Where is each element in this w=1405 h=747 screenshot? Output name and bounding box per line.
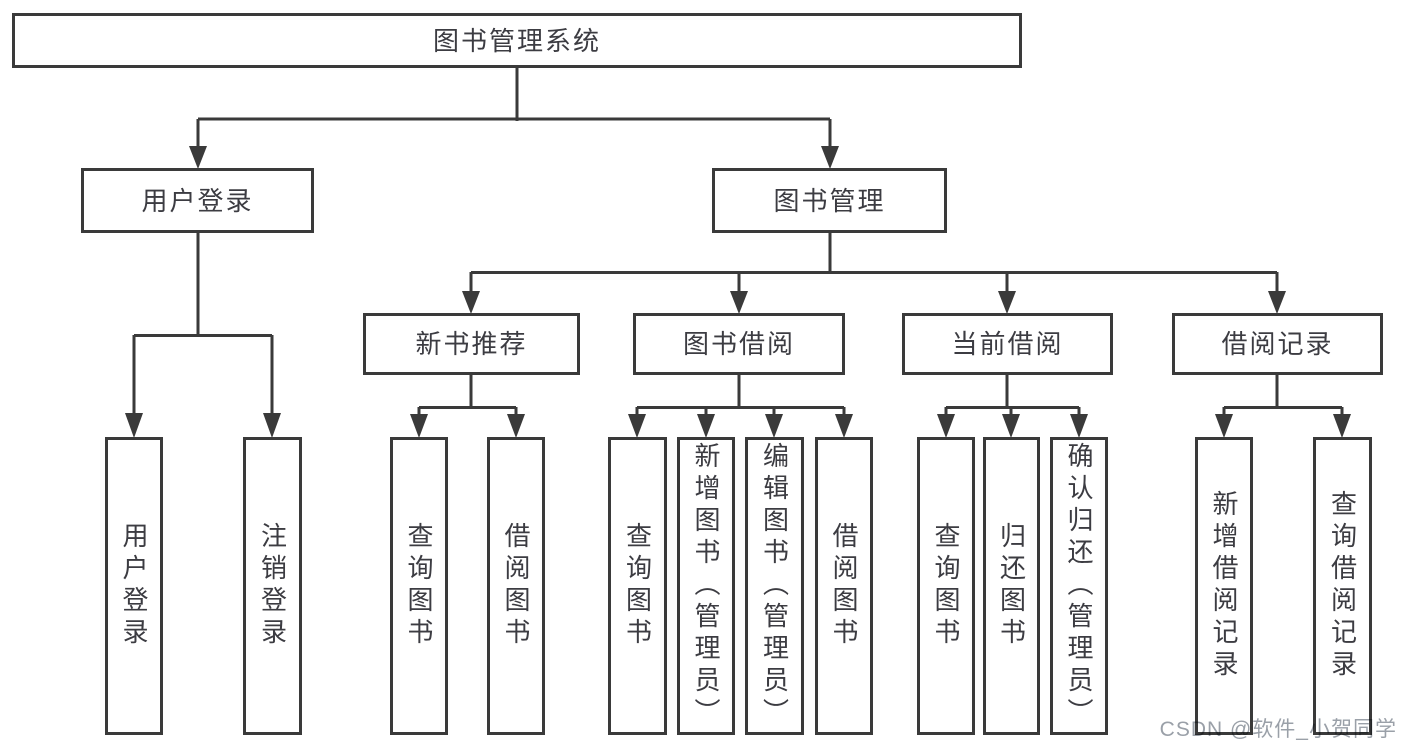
node-leaf-borrow-books-1: 借阅图书 bbox=[487, 437, 545, 735]
node-book-borrow: 图书借阅 bbox=[633, 313, 845, 375]
node-new-book-recommend: 新书推荐 bbox=[363, 313, 580, 375]
node-leaf-logout-label: 注销登录 bbox=[257, 522, 288, 650]
node-new-book-recommend-label: 新书推荐 bbox=[415, 329, 528, 359]
node-leaf-query-borrow-record: 查询借阅记录 bbox=[1313, 437, 1372, 735]
node-leaf-confirm-return-admin: 确认归还（管理员） bbox=[1050, 437, 1108, 735]
node-borrow-records: 借阅记录 bbox=[1172, 313, 1383, 375]
node-borrow-records-label: 借阅记录 bbox=[1221, 329, 1334, 359]
node-book-management-label: 图书管理 bbox=[773, 185, 886, 216]
node-leaf-query-books-3: 查询图书 bbox=[917, 437, 975, 735]
node-leaf-borrow-books-2: 借阅图书 bbox=[815, 437, 873, 735]
csdn-watermark: CSDN @软件_小贺同学 bbox=[1159, 718, 1397, 741]
node-leaf-borrow-books-2-label: 借阅图书 bbox=[829, 522, 859, 650]
node-leaf-add-borrow-record: 新增借阅记录 bbox=[1195, 437, 1253, 735]
node-leaf-query-books-3-label: 查询图书 bbox=[931, 522, 961, 650]
node-leaf-query-books-2: 查询图书 bbox=[608, 437, 667, 735]
node-leaf-edit-books-admin: 编辑图书（管理员） bbox=[745, 437, 804, 735]
node-leaf-query-books-1-label: 查询图书 bbox=[404, 522, 434, 650]
node-root-label: 图书管理系统 bbox=[432, 25, 601, 56]
node-leaf-add-books-admin: 新增图书（管理员） bbox=[677, 437, 735, 735]
node-root: 图书管理系统 bbox=[12, 13, 1022, 68]
node-current-borrow-label: 当前借阅 bbox=[951, 329, 1064, 359]
node-leaf-user-login: 用户登录 bbox=[105, 437, 163, 735]
node-leaf-return-books: 归还图书 bbox=[983, 437, 1040, 735]
node-leaf-edit-books-admin-label: 编辑图书（管理员） bbox=[759, 442, 790, 730]
node-leaf-logout: 注销登录 bbox=[243, 437, 302, 735]
node-user-login: 用户登录 bbox=[81, 168, 314, 233]
node-leaf-return-books-label: 归还图书 bbox=[996, 522, 1027, 650]
node-leaf-add-borrow-record-label: 新增借阅记录 bbox=[1209, 490, 1239, 682]
node-leaf-user-login-label: 用户登录 bbox=[119, 522, 149, 650]
node-leaf-borrow-books-1-label: 借阅图书 bbox=[501, 522, 531, 650]
node-leaf-confirm-return-admin-label: 确认归还（管理员） bbox=[1064, 442, 1094, 730]
node-user-login-label: 用户登录 bbox=[141, 185, 254, 216]
node-leaf-query-books-1: 查询图书 bbox=[390, 437, 448, 735]
node-leaf-query-borrow-record-label: 查询借阅记录 bbox=[1327, 490, 1358, 682]
node-current-borrow: 当前借阅 bbox=[902, 313, 1113, 375]
node-book-borrow-label: 图书借阅 bbox=[682, 329, 795, 359]
node-book-management: 图书管理 bbox=[712, 168, 947, 233]
node-leaf-query-books-2-label: 查询图书 bbox=[622, 522, 653, 650]
node-leaf-add-books-admin-label: 新增图书（管理员） bbox=[691, 442, 721, 730]
